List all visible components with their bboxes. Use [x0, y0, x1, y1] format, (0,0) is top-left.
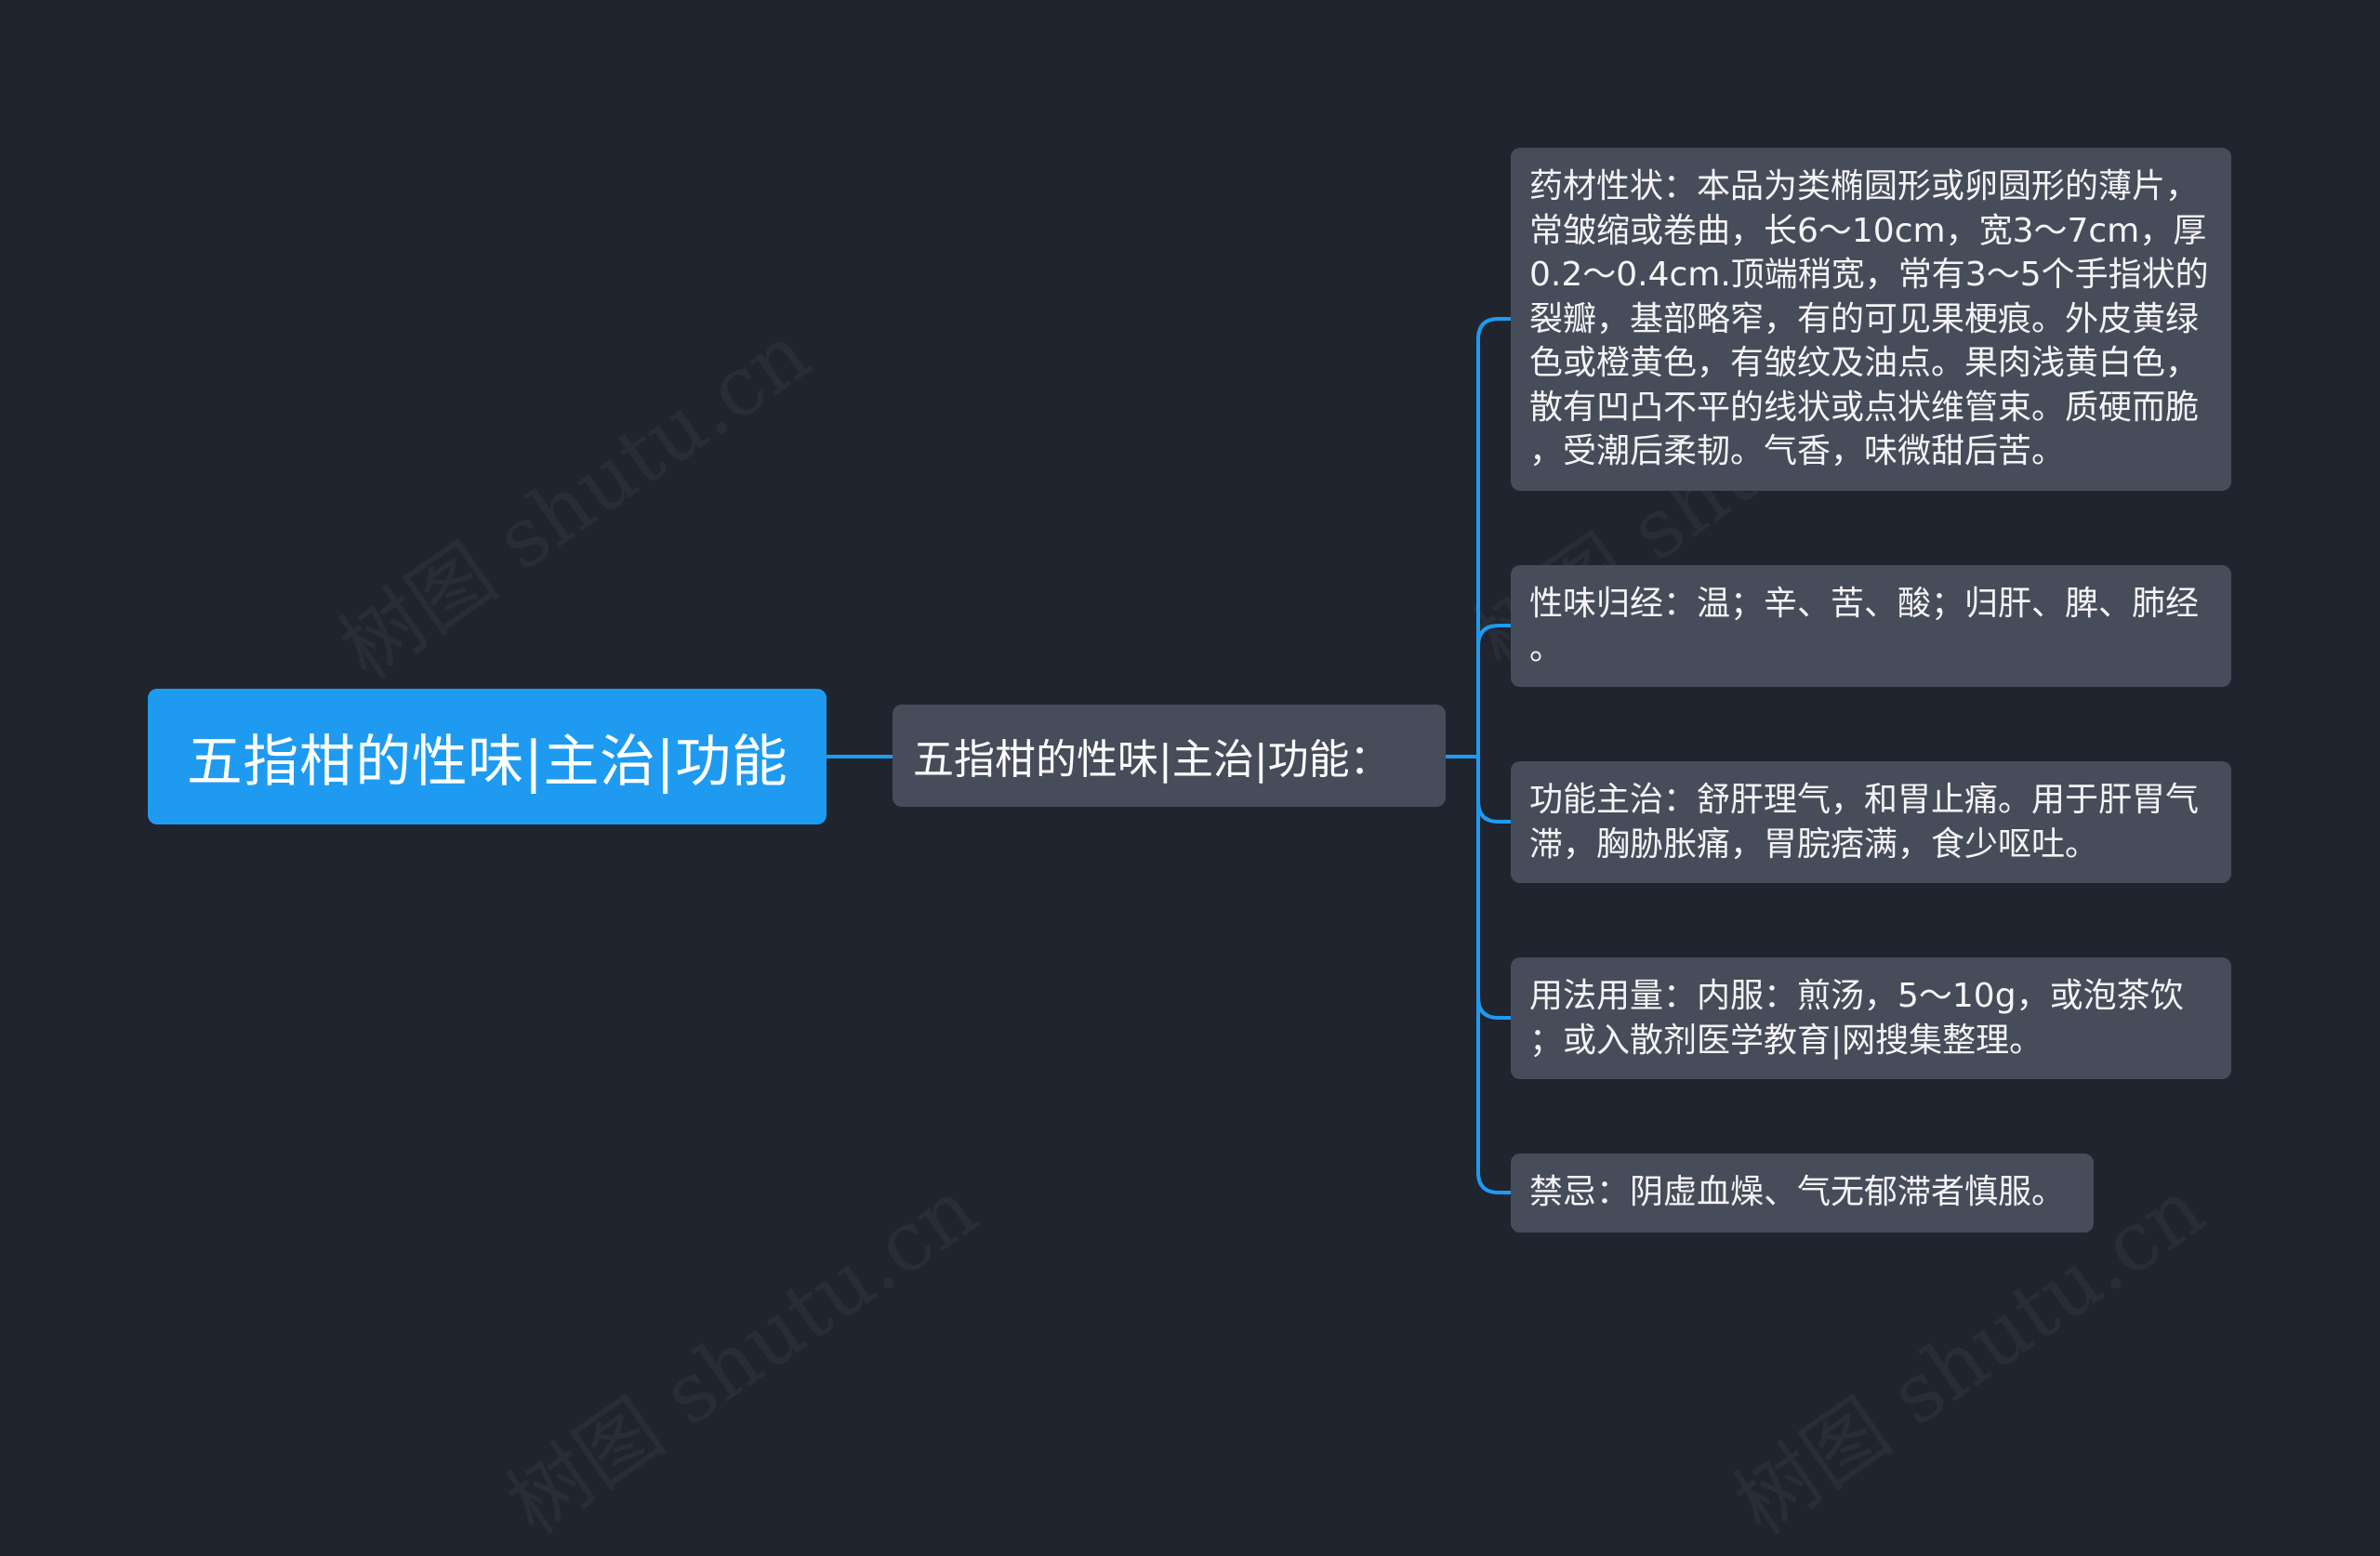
- leaf-5-connector: [1476, 757, 1511, 1194]
- leaf-node-functions[interactable]: 功能主治：舒肝理气，和胃止痛。用于肝胃气 滞，胸胁胀痛，胃脘痞满，食少呕吐。: [1511, 761, 2231, 883]
- mindmap-canvas: 树图 shutu.cn 树图 shutu.cn 树图 shutu.cn 树图 s…: [148, 148, 2231, 1233]
- leaf-node-dosage[interactable]: 用法用量：内服：煎汤，5～10g，或泡茶饮 ；或入散剂医学教育|网搜集整理。: [1511, 957, 2231, 1079]
- branch-topic-node[interactable]: 五指柑的性味|主治|功能：: [892, 705, 1446, 807]
- branch-topic-label: 五指柑的性味|主治|功能：: [913, 736, 1391, 784]
- connector-lines: [826, 317, 1511, 1194]
- leaf-text-line: 用法用量：内服：煎汤，5～10g，或泡茶饮: [1529, 977, 2184, 1015]
- leaf-node-contraindications[interactable]: 禁忌：阴虚血燥、气无郁滞者慎服。: [1511, 1154, 2094, 1233]
- root-topic-node[interactable]: 五指柑的性味|主治|功能: [148, 689, 826, 824]
- leaf-4-connector: [1476, 757, 1511, 1020]
- leaf-text-line: 药材性状：本品为类椭圆形或卵圆形的薄片，: [1529, 167, 2200, 205]
- leaf-text-line: 0.2～0.4cm.顶端稍宽，常有3～5个手指状的: [1529, 256, 2209, 294]
- leaf-text-line: 性味归经：温；辛、苦、酸；归肝、脾、肺经: [1529, 585, 2200, 623]
- leaf-text-line: 滞，胸胁胀痛，胃脘痞满，食少呕吐。: [1529, 824, 2099, 864]
- leaf-1-connector: [1476, 317, 1511, 757]
- leaf-2-connector: [1476, 624, 1511, 757]
- leaf-text-line: 常皱缩或卷曲，长6～10cm，宽3～7cm，厚: [1529, 211, 2207, 250]
- root-topic-label: 五指柑的性味|主治|功能: [186, 729, 788, 795]
- leaf-text-line: ；或入散剂医学教育|网搜集整理。: [1529, 1021, 2043, 1060]
- leaf-node-nature-meridian[interactable]: 性味归经：温；辛、苦、酸；归肝、脾、肺经 。: [1511, 565, 2231, 687]
- leaf-text-line: ，受潮后柔韧。气香，味微甜后苦。: [1529, 432, 2066, 470]
- leaf-text-line: 禁忌：阴虚血燥、气无郁滞者慎服。: [1529, 1173, 2066, 1211]
- leaf-text-line: 。: [1529, 628, 1564, 667]
- leaf-3-connector: [1476, 757, 1511, 824]
- leaf-text-line: 裂瓣，基部略窄，有的可见果梗痕。外皮黄绿: [1529, 299, 2200, 338]
- leaf-text-line: 色或橙黄色，有皱纹及油点。果肉浅黄白色，: [1529, 344, 2200, 382]
- leaf-text-line: 功能主治：舒肝理气，和胃止痛。用于肝胃气: [1529, 781, 2200, 819]
- leaf-node-appearance[interactable]: 药材性状：本品为类椭圆形或卵圆形的薄片， 常皱缩或卷曲，长6～10cm，宽3～7…: [1511, 148, 2231, 491]
- leaf-text-line: 散有凹凸不平的线状或点状维管束。质硬而脆: [1529, 388, 2200, 427]
